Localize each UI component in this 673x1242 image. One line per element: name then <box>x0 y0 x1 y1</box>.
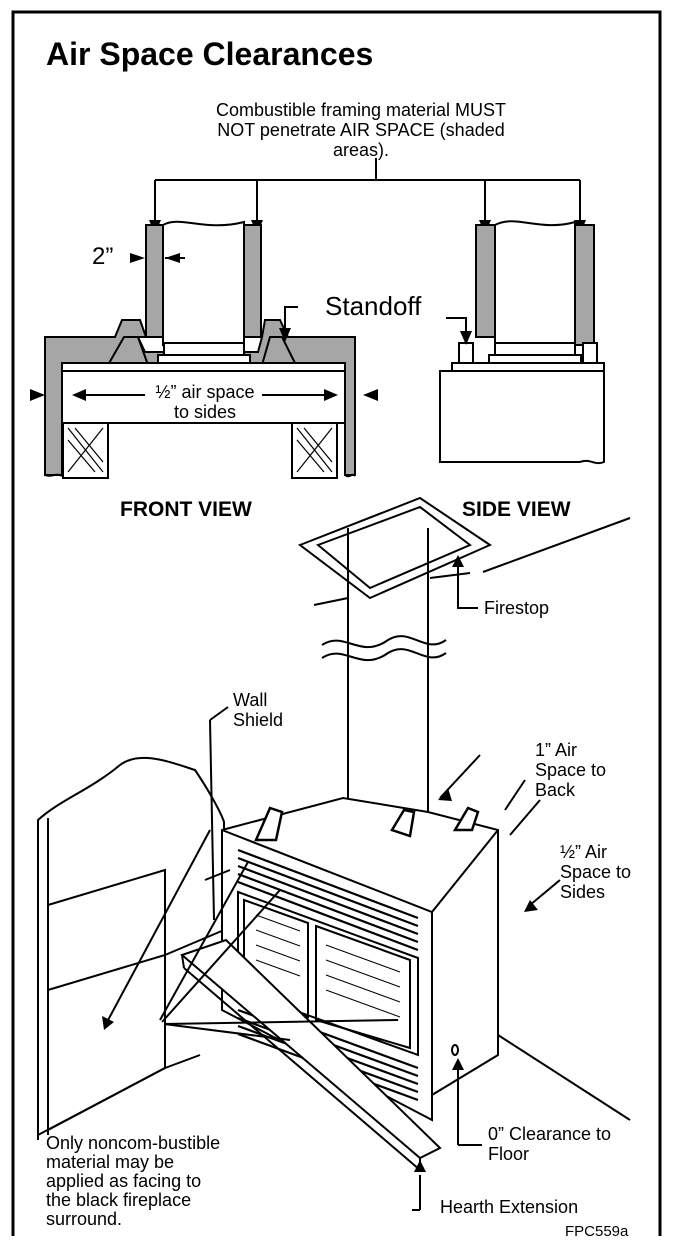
side-view-heading: SIDE VIEW <box>462 498 571 521</box>
side-view-drawing <box>439 220 605 465</box>
front-view-heading: FRONT VIEW <box>120 498 252 521</box>
note-bracket <box>154 158 581 222</box>
side-air-space-label: ½” Air Space to Sides <box>560 842 632 902</box>
noncombustible-note: Only noncom-bustible material may be app… <box>46 1133 221 1229</box>
wall-shield-label: Wall Shield <box>233 690 284 730</box>
fireplace-perspective <box>37 496 631 1211</box>
half-air-space-label: ½” air space to sides <box>148 382 262 422</box>
front-view-drawing <box>30 220 378 479</box>
standoff-label: Standoff <box>325 291 422 321</box>
air-space-note: Combustible framing material MUST NOT pe… <box>196 100 526 160</box>
hearth-extension-label: Hearth Extension <box>440 1197 579 1217</box>
outer-border <box>11 10 662 1236</box>
floor-clearance-label: 0” Clearance to Floor <box>488 1124 612 1164</box>
back-air-space-label: 1” Air Space to Back <box>535 740 607 800</box>
firestop-label: Firestop <box>484 598 550 618</box>
dimension-2in: 2” <box>92 243 114 270</box>
perspective-arrowheads <box>102 555 538 1172</box>
air-space-note-text: Combustible framing material MUST NOT pe… <box>215 100 507 160</box>
page-title: Air Space Clearances <box>46 36 374 72</box>
figure-id: FPC559a <box>565 1223 629 1240</box>
